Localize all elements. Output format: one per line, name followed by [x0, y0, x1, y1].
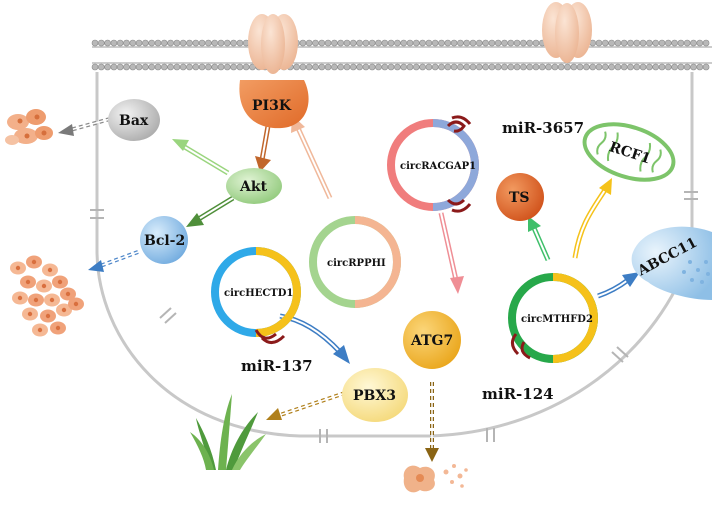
rcf1-node: RCF1	[582, 122, 676, 182]
circhectd1-label: circHECTD1	[224, 288, 293, 299]
ts-label: TS	[509, 190, 530, 206]
circhectd1: circHECTD1	[211, 247, 301, 344]
cell-membrane	[91, 38, 712, 72]
pi3k-node: PI3K	[239, 80, 309, 129]
apoptotic-cells-icon	[5, 109, 53, 145]
pbx3-label: PBX3	[353, 388, 396, 404]
atg7-node: ATG7	[403, 311, 461, 369]
proliferating-cells-icon	[10, 255, 84, 337]
mir3657-label: miR-3657	[502, 119, 584, 137]
mirna-hairpin-icon	[511, 333, 531, 360]
mirna-hairpin-icon	[446, 115, 472, 213]
mir137-label: miR-137	[241, 357, 313, 375]
circracgap1: circRACGAP1	[387, 115, 479, 213]
bax-label: Bax	[119, 113, 149, 129]
cell-boundary	[95, 72, 694, 438]
pi3k-label: PI3K	[252, 98, 292, 114]
arrows	[58, 115, 640, 462]
mirna-hairpin-icon	[254, 329, 286, 344]
circmthfd2-label: circMTHFD2	[521, 314, 593, 325]
circrpphi-label: circRPPHI	[327, 258, 386, 269]
atg7-label: ATG7	[410, 333, 453, 349]
plant-icon	[190, 394, 266, 470]
akt-label: Akt	[239, 179, 268, 195]
bcl2-label: Bcl-2	[144, 233, 185, 249]
abcc11-node: ABCC11	[631, 226, 712, 300]
pbx3-node: PBX3	[342, 368, 408, 422]
mir124-label: miR-124	[482, 385, 554, 403]
circrpphi: circRPPHI	[309, 216, 401, 308]
bcl2-node: Bcl-2	[140, 216, 188, 264]
boundary-ticks	[90, 191, 698, 443]
receptor-left	[248, 14, 298, 74]
circmthfd2: circMTHFD2	[508, 273, 598, 363]
ts-node: TS	[496, 173, 544, 221]
bax-node: Bax	[108, 99, 160, 141]
circracgap1-label: circRACGAP1	[400, 161, 476, 172]
akt-node: Akt	[226, 168, 282, 204]
receptor-right	[542, 2, 592, 63]
autophagy-cell-icon	[403, 464, 468, 493]
